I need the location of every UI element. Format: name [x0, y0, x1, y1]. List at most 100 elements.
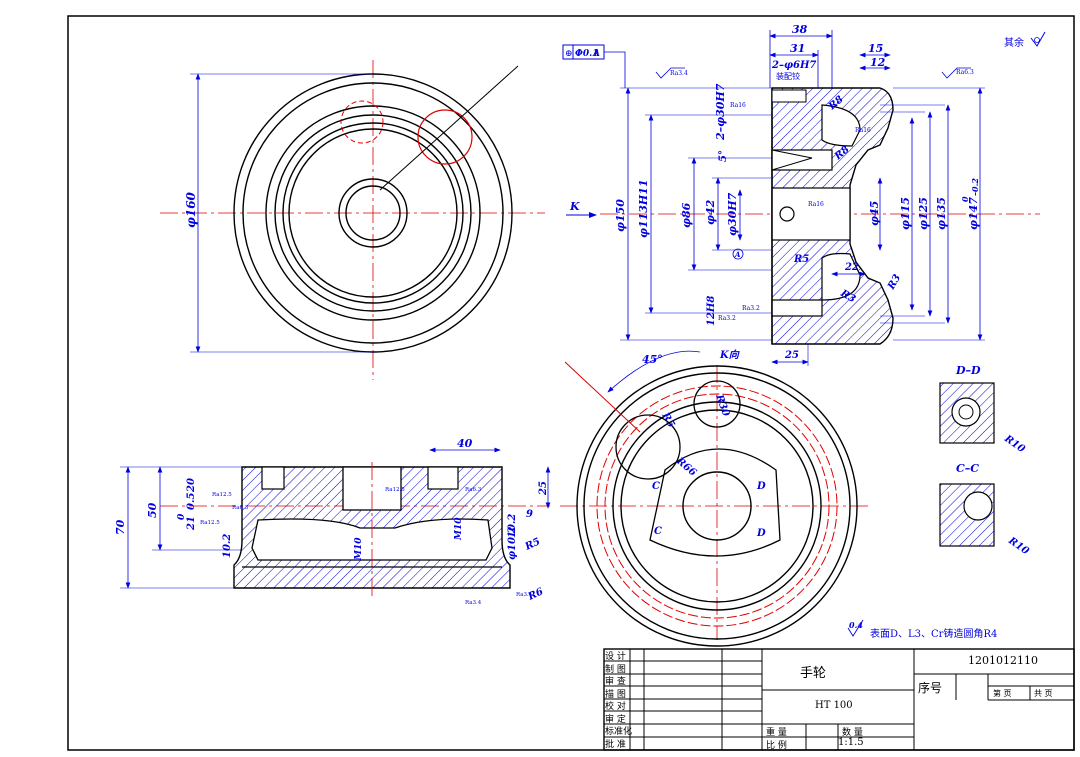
dim-phi160: φ160 — [184, 191, 198, 228]
svg-text:Ra6.3: Ra6.3 — [956, 69, 974, 76]
svg-text:表面D、L3、Cr铸造圆角R4: 表面D、L3、Cr铸造圆角R4 — [870, 627, 997, 640]
svg-text:⊕: ⊕ — [565, 49, 573, 59]
sheet-total: 共 页 — [1034, 689, 1053, 698]
svg-text:K: K — [569, 200, 580, 213]
dim-20: 20 — [186, 478, 197, 493]
svg-text:Ra12.5: Ra12.5 — [200, 520, 220, 526]
note-assembly-ream: 装配铰 — [776, 71, 800, 81]
qty-label: 数 量 — [842, 728, 863, 738]
dim-r5-a: R5 — [793, 254, 809, 265]
dim-12: 12 — [870, 56, 886, 69]
front-view: φ160 — [160, 60, 545, 380]
label-d-upper: D — [756, 481, 766, 492]
dim-phi30h7: φ30H7 — [726, 192, 739, 236]
dim-25-bottom: 25 — [538, 481, 549, 496]
angle-45: 45° — [642, 353, 663, 366]
section-dd: D–D R10 — [939, 364, 1027, 455]
bottom-section-view: 70 50 20 0.5 21 0 10.2 40 25 9 10.2 M10 … — [114, 437, 551, 606]
row-label-check: 校 对 — [605, 702, 626, 712]
dim-r10-dd: R10 — [1001, 433, 1026, 455]
dim-m10-a: M10 — [354, 537, 364, 561]
row-label-approve-def: 审 定 — [605, 715, 626, 725]
material: HT 100 — [815, 700, 853, 711]
svg-text:Ra6.3: Ra6.3 — [232, 505, 249, 511]
svg-text:A: A — [592, 49, 600, 59]
row-label-trace: 描 图 — [605, 690, 626, 700]
k-view: 45° R5 R30 R66 C C D D — [560, 350, 870, 647]
k-direction-arrow: K — [566, 200, 597, 218]
drawing-frame — [67, 15, 1075, 751]
dim-r66: R66 — [673, 455, 698, 478]
label-d-lower: D — [756, 528, 766, 539]
svg-text:Ra6.3: Ra6.3 — [465, 487, 482, 493]
dim-40: 40 — [457, 437, 473, 450]
row-label-review: 审 查 — [605, 677, 626, 687]
k-view-label: K向 — [719, 349, 740, 361]
dim-10-2-left: 10.2 — [222, 534, 233, 558]
svg-text:Ra3.4: Ra3.4 — [516, 592, 533, 598]
dim-phi115: φ115 — [899, 197, 912, 230]
dim-phi150: φ150 — [614, 199, 627, 232]
side-section-view: ⊕ Φ0.1 A — [562, 23, 1040, 366]
dim-22: 22 — [844, 262, 859, 273]
dim-tol-upper: 0 — [960, 196, 970, 202]
dim-phi45: φ45 — [868, 201, 881, 226]
svg-text:Ra3.2: Ra3.2 — [718, 315, 736, 322]
weight-label: 重 量 — [766, 728, 787, 738]
dim-0-5: 0.5 — [186, 493, 197, 510]
svg-text:0.4: 0.4 — [849, 620, 863, 630]
dim-31: 31 — [790, 42, 805, 55]
scale-label: 比 例 — [766, 741, 787, 751]
dim-15: 15 — [868, 42, 883, 55]
svg-text:A: A — [734, 250, 741, 259]
svg-text:D–D: D–D — [955, 364, 981, 377]
row-label-design: 设 计 — [605, 652, 626, 662]
row-label-standard: 标准化 — [605, 727, 633, 737]
dim-70: 70 — [114, 519, 127, 535]
dim-phi125: φ125 — [917, 197, 930, 230]
svg-text:Ra12.5: Ra12.5 — [212, 492, 232, 498]
row-label-approve: 批 准 — [605, 740, 626, 750]
dim-21: 21 — [186, 516, 197, 531]
dim-r10-cc: R10 — [1005, 535, 1030, 557]
dim-2phi30h7: 2–φ30H7 — [714, 83, 727, 141]
svg-text:Ra12.5: Ra12.5 — [385, 487, 405, 493]
svg-text:Ra3.2: Ra3.2 — [742, 305, 760, 312]
scale-value: 1:1.5 — [838, 737, 864, 748]
dim-0: 0 — [177, 513, 187, 520]
dim-r30: R30 — [713, 392, 731, 418]
dim-5deg: 5° — [718, 150, 729, 162]
dim-10-2-right: 10.2 — [507, 514, 518, 538]
dim-phi135: φ135 — [935, 197, 948, 230]
roughness-symbol-icon — [1030, 31, 1046, 47]
label-c-upper: C — [652, 481, 660, 492]
dim-phi42: φ42 — [704, 199, 717, 225]
dim-2phi6h7: 2–φ6H7 — [771, 60, 816, 71]
drawing-number: 1201012110 — [968, 654, 1038, 667]
dim-9: 9 — [526, 509, 533, 520]
dim-phi86: φ86 — [680, 202, 693, 228]
corner-note: 其余 — [1004, 36, 1024, 49]
dim-38: 38 — [792, 23, 808, 36]
svg-text:Ra16: Ra16 — [730, 102, 746, 109]
svg-text:Ra16: Ra16 — [808, 201, 824, 208]
sheet-of: 第 页 — [993, 689, 1012, 698]
svg-text:Ra3.4: Ra3.4 — [670, 70, 688, 77]
section-cc: C–C R10 — [939, 462, 1031, 557]
dim-25: 25 — [784, 350, 799, 361]
svg-text:C–C: C–C — [956, 462, 979, 475]
dim-m10-b: M10 — [454, 517, 464, 541]
row-label-draw: 制 图 — [605, 665, 626, 675]
dim-r3-b: R3 — [886, 273, 904, 293]
dim-phi113: φ113H11 — [637, 179, 650, 238]
position-tolerance-frame: ⊕ Φ0.1 A — [562, 44, 626, 88]
svg-text:Ra3.4: Ra3.4 — [465, 600, 482, 606]
tech-note: 0.4 表面D、L3、Cr铸造圆角R4 — [847, 619, 997, 640]
dim-tol-lower: –0.2 — [970, 178, 980, 196]
dim-50: 50 — [146, 502, 159, 518]
dim-phi10-2: φ10.2 — [507, 527, 518, 560]
dim-12h8: 12H8 — [706, 296, 717, 326]
title-block — [603, 648, 1075, 751]
dim-r5-bottom: R5 — [523, 536, 542, 553]
